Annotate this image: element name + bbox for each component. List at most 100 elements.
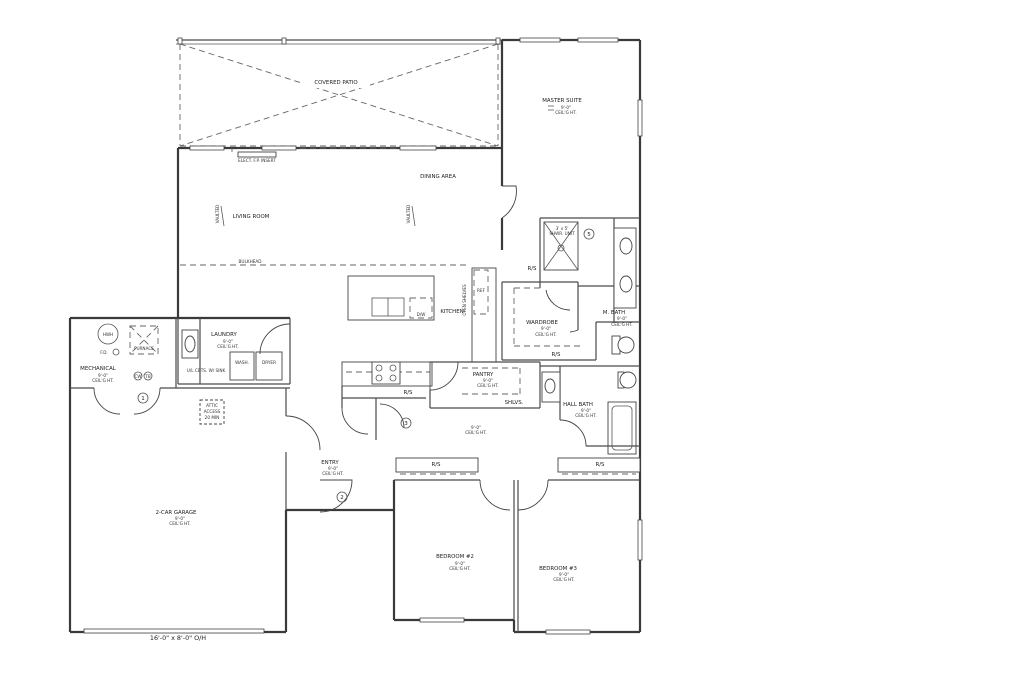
dw-label: D/W [417,312,426,317]
shower-unit: 3' x 5' SHWR. UNIT 5 [543,221,595,271]
hall-bath: HALL BATH 9'-0" CEIL'G HT. [540,365,640,455]
laundry-sink-icon [184,335,196,353]
fd-label: F.D. [100,350,108,355]
vaulted-right: VAULTED [406,205,411,224]
pantry-ceiling-note: CEIL'G HT. [477,383,498,388]
pantry-ceiling: 9'-0" [483,378,493,383]
rs-wardrobe-2: R/S [552,352,562,358]
marker-5: 5 [587,232,591,238]
entry-label: ENTRY [321,460,339,466]
windows [189,37,643,635]
rs-wardrobe-1: R/S [528,266,538,272]
water-heater-icon [97,323,119,345]
marker-1-circle [137,392,149,404]
mechanical: HWH FURNACE F.D. CW TB 1 MECHANICAL 9'-0… [70,318,290,415]
laundry-label: LAUNDRY [211,332,237,338]
hall-bath-label: HALL BATH [563,402,593,408]
bedroom2-ceiling: 9'-0" [455,561,465,566]
entry-ceiling: 9'-0" [328,466,338,471]
master-suite-ceiling-note: CEIL'G HT. [555,110,576,115]
bedroom3-label: BEDROOM #3 [539,566,577,572]
hall-ceiling-note: CEIL'G HT. [465,430,486,435]
laundry: WASH. DRYER U/L CBTS. W/ SINK LAUNDRY 9'… [177,318,291,385]
shower-label: SHWR. UNIT [549,231,575,236]
rs-bedroom3: R/S [596,462,606,468]
wardrobe-label: WARDROBE [526,320,558,326]
master-suite-label: MASTER SUITE [542,98,582,104]
dryer-label: DRYER [262,360,276,365]
covered-patio: COVERED PATIO [176,37,502,147]
mechanical-ceiling: 9'-0" [98,373,108,378]
bedroom3-ceiling-note: CEIL'G HT. [553,577,574,582]
kitchen: D/W KITCHEN REF OPEN SHELVES [341,267,497,387]
sink-icon [619,275,633,293]
covered-patio-label: COVERED PATIO [314,80,357,86]
garage-door-size: 16'-0" x 8'-0" O/H [150,634,206,642]
open-shelves-label: OPEN SHELVES [462,284,467,316]
marker-1: 1 [141,396,145,402]
rs-hall: R/S [404,390,414,396]
living-dining: BULKHEAD ELECT. F.P. INSERT LIVING ROOM … [180,158,470,266]
attic-line3: 20 MIN [205,415,220,420]
dryer-icon [255,351,283,381]
attic-line2: ACCESS [204,409,221,414]
master-suite: MASTER SUITE 9'-0" CEIL'G HT. [500,98,640,288]
drain-icon [557,244,565,252]
attic-access [199,399,225,425]
garage-label: 2-CAR GARAGE [156,510,197,516]
mechanical-label: MECHANICAL [80,366,116,372]
washer-icon [229,351,255,381]
marker-2: 2 [340,495,344,501]
laundry-ceiling-note: CEIL'G HT. [217,344,238,349]
attic-line1: ATTIC [206,403,218,408]
hall-bath-ceiling: 9'-0" [581,408,591,413]
shower-size: 3' x 5' [556,226,569,231]
sink-icon [619,237,633,255]
floor-drain-icon [112,348,120,356]
marker-3-circle [400,417,412,429]
garage-ceiling: 9'-0" [175,516,185,521]
ref-label: REF [477,288,486,293]
toilet-icon [617,336,635,354]
washer-label: WASH. [235,360,249,365]
furnace-label: FURNACE [134,346,154,351]
ceiling-symbol-icon [548,105,554,111]
dining-area-label: DINING AREA [420,174,456,180]
mechanical-ceiling-note: CEIL'G HT. [92,378,113,383]
toilet-icon [619,371,637,389]
wardrobe-ceiling: 9'-0" [541,326,551,331]
entry: 2 ENTRY 9'-0" CEIL'G HT. [285,388,353,513]
hall-ceiling: 9'-0" [471,425,481,430]
wardrobe: R/S R/S WARDROBE 9'-0" CEIL'G HT. [501,266,596,361]
range-icon [371,361,401,385]
cabinets-label: U/L CBTS. W/ SINK [187,368,226,373]
marker-5-circle [583,228,595,240]
cw-label: CW [134,374,141,379]
fireplace-label: ELECT. F.P. INSERT [238,158,276,163]
bedrooms: BEDROOM #2 9'-0" CEIL'G HT. BEDROOM #3 9… [394,479,640,632]
furnace-icon [129,325,159,355]
hallway: R/S 3 9'-0" CEIL'G HT. R/S R/S [341,386,641,475]
hall-bath-ceiling-note: CEIL'G HT. [575,413,596,418]
kitchen-label: KITCHEN [440,309,463,315]
entry-ceiling-note: CEIL'G HT. [322,471,343,476]
marker-2-circle [336,491,348,503]
bulkhead-label: BULKHEAD [239,259,262,264]
master-bath-ceiling: 9'-0" [617,316,627,321]
tb-label: TB [144,374,151,379]
rs-bedroom2: R/S [432,462,442,468]
bedroom2-label: BEDROOM #2 [436,554,474,560]
sink-icon [544,378,556,394]
pantry: PANTRY 9'-0" CEIL'G HT. SHLVS. [429,361,541,409]
wardrobe-ceiling-note: CEIL'G HT. [535,332,556,337]
marker-3: 3 [404,421,408,427]
shelves-label: SHLVS. [505,400,524,406]
vaulted-left: VAULTED [215,205,220,224]
master-bath-label: M. BATH [603,310,625,316]
garage-ceiling-note: CEIL'G HT. [169,521,190,526]
master-suite-ceiling: 9'-0" [561,105,571,110]
pantry-label: PANTRY [473,372,494,378]
bedroom2-ceiling-note: CEIL'G HT. [449,566,470,571]
